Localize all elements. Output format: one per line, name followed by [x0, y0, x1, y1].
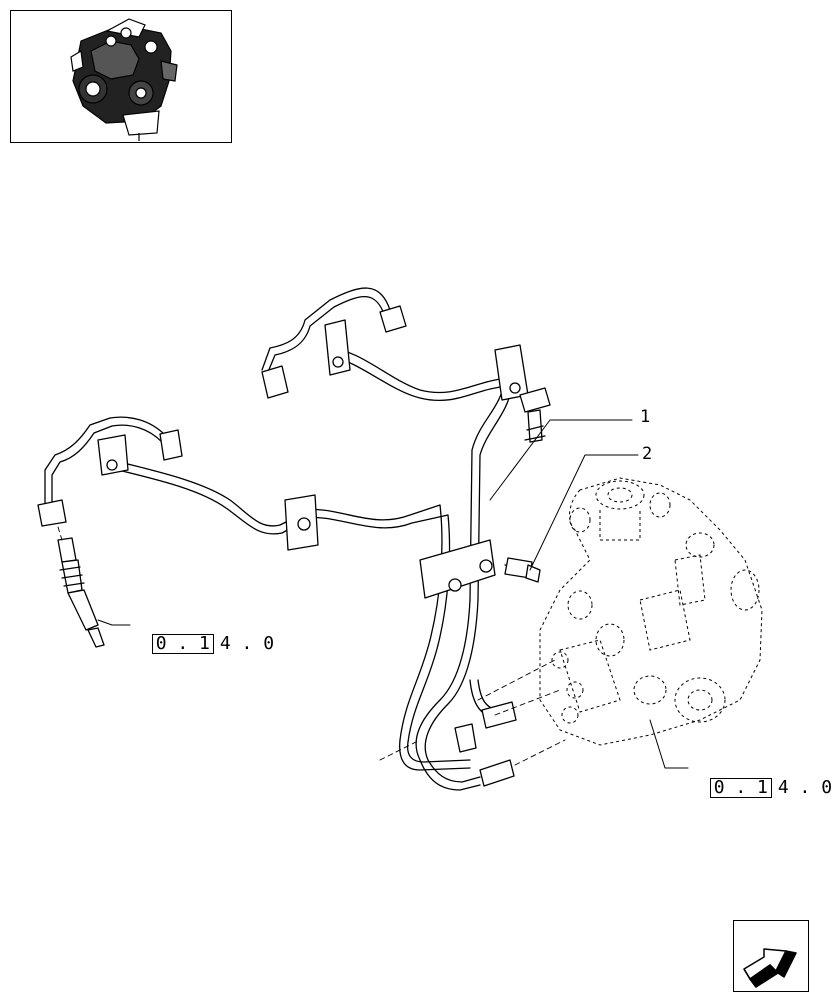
injection-pump-phantom: [539, 477, 763, 746]
dashed-guide-lines: [57, 526, 566, 766]
banjo-bolt: [519, 387, 551, 443]
reference-boxed-part: 0 . 1: [151, 634, 214, 654]
clamp-bolt: [504, 557, 541, 583]
next-page-button[interactable]: [733, 920, 809, 992]
engine-thumbnail-icon: [70, 18, 178, 141]
pipe-end-nuts: [37, 305, 517, 787]
callout-2[interactable]: 2: [642, 444, 653, 464]
lower-injection-pipe: [44, 416, 451, 743]
leader-lines: [97, 419, 689, 769]
reference-boxed-part: 0 . 1: [709, 778, 772, 798]
pump-feed-pipes: [399, 599, 499, 791]
reference-rest-part: 4 . 0: [777, 777, 832, 798]
engine-thumbnail[interactable]: [10, 10, 232, 143]
reference-rest-part: 4 . 0: [219, 633, 275, 654]
pipe-clamps: [97, 319, 529, 599]
upper-injection-pipe: [261, 287, 513, 601]
injector: [57, 537, 105, 648]
callout-1[interactable]: 1: [640, 407, 651, 427]
arrow-next-icon: [743, 948, 797, 988]
